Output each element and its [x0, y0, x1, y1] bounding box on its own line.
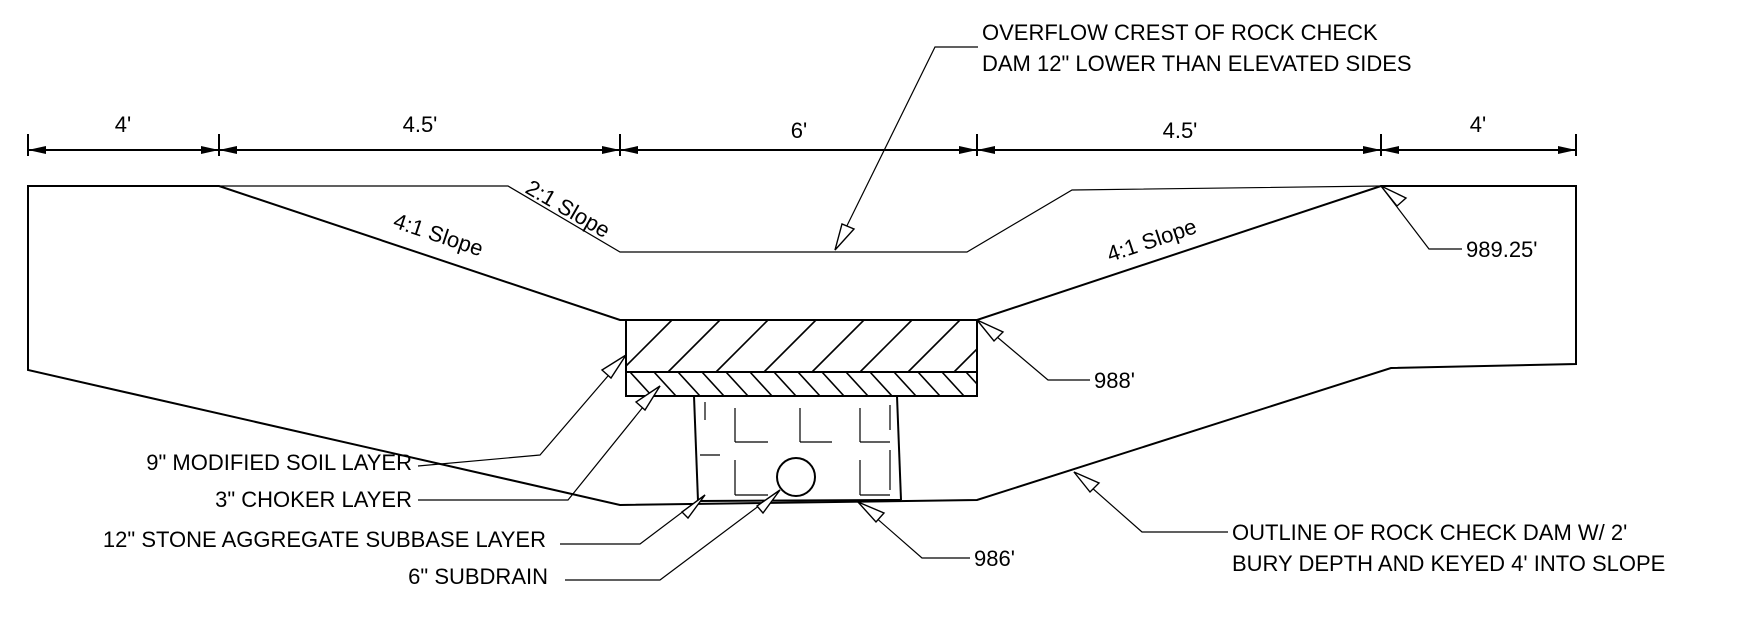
dimension-label-1: 4'	[115, 112, 131, 137]
choker-callout: 3" CHOKER LAYER	[215, 487, 412, 512]
elevation-leader-bottom	[857, 501, 970, 559]
outline-callout-line1: OUTLINE OF ROCK CHECK DAM W/ 2'	[1232, 520, 1627, 545]
overflow-callout-line1: OVERFLOW CREST OF ROCK CHECK	[982, 20, 1378, 45]
elevation-label-mid: 988'	[1094, 368, 1135, 393]
overflow-leader	[834, 46, 978, 251]
elevation-label-top: 989.25'	[1466, 237, 1538, 262]
subdrain-pipe	[776, 457, 816, 497]
slope-label-left: 4:1 Slope	[390, 208, 486, 261]
dimension-label-2: 4.5'	[403, 112, 438, 137]
outline-callout-line2: BURY DEPTH AND KEYED 4' INTO SLOPE	[1232, 551, 1665, 576]
overflow-crest-line	[219, 185, 1382, 253]
subdrain-leader	[565, 489, 781, 581]
modified-soil-hatch	[625, 319, 978, 373]
dam-outline	[27, 185, 1577, 507]
dimension-line	[27, 134, 1577, 156]
elevation-leader-mid	[976, 319, 1090, 381]
stone-aggregate-callout: 12" STONE AGGREGATE SUBBASE LAYER	[103, 527, 546, 552]
outline-leader	[1073, 471, 1228, 533]
stone-aggregate-layer	[693, 395, 902, 502]
overflow-callout-line2: DAM 12" LOWER THAN ELEVATED SIDES	[982, 51, 1412, 76]
modified-soil-layer	[625, 319, 978, 373]
modified-soil-callout: 9" MODIFIED SOIL LAYER	[146, 450, 412, 475]
stone-aggregate-leader	[560, 494, 706, 545]
elevation-leader-top	[1380, 185, 1462, 250]
dimension-label-3: 6'	[791, 118, 807, 143]
slope-label-middle: 2:1 Slope	[522, 175, 615, 243]
slope-label-right: 4:1 Slope	[1104, 214, 1200, 267]
dimension-label-5: 4'	[1470, 112, 1486, 137]
choker-hatch	[629, 371, 978, 397]
modified-soil-leader	[417, 354, 627, 467]
subdrain-callout: 6" SUBDRAIN	[408, 564, 548, 589]
dimension-label-4: 4.5'	[1163, 118, 1198, 143]
elevation-label-bottom: 986'	[974, 546, 1015, 571]
choker-leader	[418, 385, 661, 501]
